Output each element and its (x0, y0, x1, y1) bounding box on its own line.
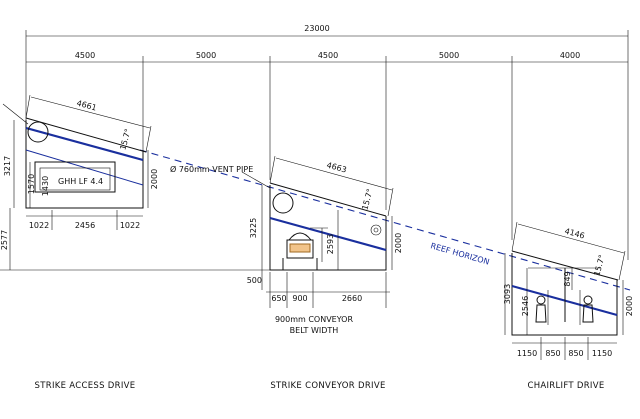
access-bottom-mid: 2456 (75, 221, 95, 230)
access-upper-blue-line (25, 126, 144, 162)
extension-line (511, 221, 518, 252)
total-length-label: 23000 (304, 24, 329, 33)
chairlift-slope-length: 4146 (564, 227, 586, 241)
extension-line (387, 187, 394, 217)
conveyor-angle: 15.7° (360, 188, 374, 211)
strike-conveyor-drive: 4663 15.7° 2593 3225 500 2000 650 900 26… (247, 155, 403, 391)
conveyor-bottom-c: 2660 (342, 294, 362, 303)
conveyor-drive-caption: STRIKE CONVEYOR DRIVE (270, 381, 385, 391)
chairlift-tunnel-roof (511, 250, 619, 281)
access-drive-caption: STRIKE ACCESS DRIVE (35, 381, 136, 391)
segment-2-label: 5000 (196, 51, 216, 60)
access-lower-blue-line (25, 149, 144, 186)
conveyor-frame (286, 239, 314, 259)
vent-pipe-leader (241, 171, 271, 189)
conveyor-tunnel-roof (269, 182, 387, 217)
reef-horizon-label: REEF HORIZON (429, 241, 490, 266)
lhd-machine-label: GHH LF 4.4 (58, 177, 103, 186)
rider-body-icon (582, 304, 594, 323)
extension-line (25, 94, 31, 119)
access-slope-length: 4661 (76, 99, 98, 113)
reef-horizon-line (139, 149, 631, 291)
segment-1-label: 4500 (75, 51, 95, 60)
conveyor-height-right: 2000 (394, 233, 403, 253)
chairlift-bottom-a: 1150 (517, 349, 537, 358)
conveyor-upper-blue-line (269, 216, 387, 252)
chairlift-angle: 15.7° (592, 254, 606, 277)
chairlift-bottom-c: 850 (568, 349, 583, 358)
chairlift-height-inner-right: 849 (563, 271, 572, 286)
segment-5-label: 4000 (560, 51, 580, 60)
chairlift-drive: 4146 15.7° 2546 849 3093 2000 1150 850 8… (503, 221, 634, 391)
conveyor-belt-icon (288, 232, 312, 241)
vent-pipe-label: Ø 760mm VENT PIPE (170, 164, 253, 174)
extension-line (145, 125, 152, 153)
access-tunnel-walls (25, 120, 144, 209)
conveyor-height-left: 3225 (249, 218, 258, 238)
segment-4-label: 5000 (439, 51, 459, 60)
access-bottom-left: 1022 (29, 221, 49, 230)
access-bottom-right: 1022 (120, 221, 140, 230)
chairlift-drive-caption: CHAIRLIFT DRIVE (527, 381, 604, 391)
extension-line (269, 155, 276, 184)
conveyor-height-inner: 2593 (326, 234, 335, 254)
chairlift-bottom-b: 850 (545, 349, 560, 358)
rider-body-icon (535, 304, 547, 323)
slope-dimension-line (517, 223, 625, 254)
slope-dimension-line (30, 96, 151, 129)
access-box-h2: 1430 (41, 176, 50, 196)
rider-head-icon (583, 295, 593, 305)
vent-pipe-icon (272, 192, 294, 214)
access-box-h1: 1570 (27, 174, 36, 194)
vent-pipe-icon (27, 121, 49, 143)
access-height-right: 2000 (150, 169, 159, 189)
chairlift-bottom-d: 1150 (592, 349, 612, 358)
conveyor-idler-icon (289, 243, 311, 253)
lhd-machine-box (34, 161, 116, 193)
conveyor-bottom-a: 650 (271, 294, 286, 303)
chairlift-height-left: 3093 (503, 284, 512, 304)
conveyor-tunnel-walls (269, 185, 387, 271)
conveyor-left-offset: 500 (247, 276, 262, 285)
chairlift-height-right: 2000 (625, 296, 634, 316)
conveyor-note-line-2: BELT WIDTH (290, 326, 339, 335)
leader-line (2, 103, 29, 125)
lhd-machine-inner (39, 167, 111, 191)
rider-head-icon (536, 295, 546, 305)
access-lower-height: 2577 (0, 230, 9, 250)
segment-3-label: 4500 (318, 51, 338, 60)
chairlift-height-inner-left: 2546 (521, 296, 530, 316)
cable-reel-hub (373, 227, 379, 233)
cable-reel-icon (370, 224, 382, 236)
access-tunnel-roof (25, 117, 147, 153)
slope-dimension-line (275, 157, 393, 191)
conveyor-bottom-b: 900 (292, 294, 307, 303)
access-height-total: 3217 (3, 156, 12, 176)
strike-access-drive: 4661 15.7° GHH LF 4.4 3217 2577 1570 143… (0, 94, 270, 391)
top-dimensions: 23000 4500 5000 4500 5000 4000 (25, 24, 629, 260)
chairlift-tunnel-walls (511, 253, 618, 336)
conveyor-note-line-1: 900mm CONVEYOR (275, 315, 354, 324)
extension-line (618, 250, 626, 281)
